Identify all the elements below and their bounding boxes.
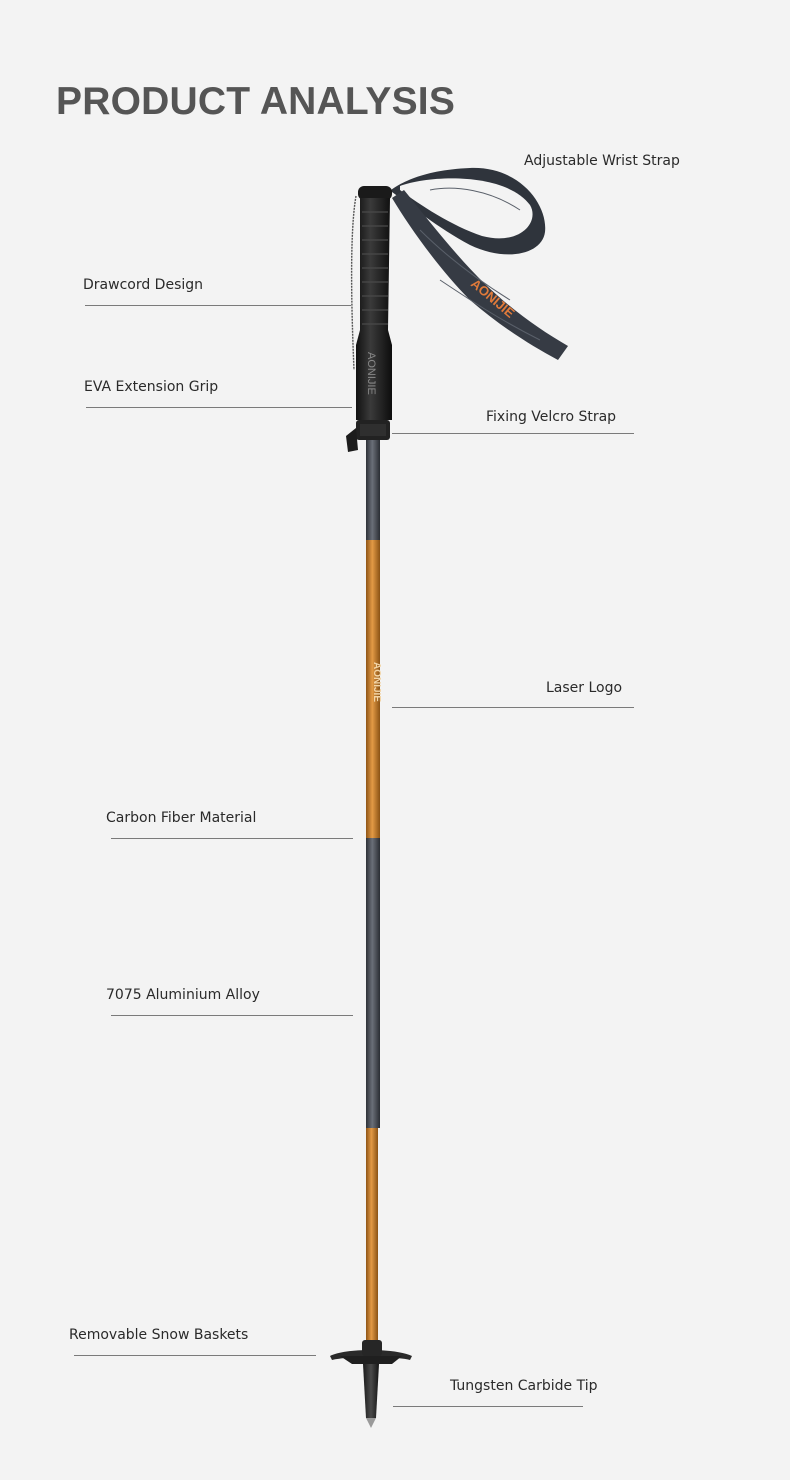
grip-logo-text: AONIJIE: [365, 352, 377, 395]
drawcord: [350, 195, 357, 371]
leader-line-laser-logo: [392, 707, 634, 708]
wrist-strap: AONIJIE: [384, 167, 568, 360]
leader-line-baskets: [74, 1355, 316, 1356]
carbide-tip: [363, 1364, 379, 1428]
eva-grip: AONIJIE: [356, 186, 392, 420]
label-carbon-fiber-material: Carbon Fiber Material: [106, 810, 257, 826]
snow-basket: [330, 1340, 412, 1364]
laser-logo-text: AONIJIE: [371, 662, 382, 702]
shaft-middle: [366, 838, 380, 1128]
label-drawcord-design: Drawcord Design: [83, 277, 204, 293]
shaft-upper: [366, 440, 380, 540]
leader-line-drawcord: [85, 305, 351, 306]
page-title: PRODUCT ANALYSIS: [56, 80, 456, 123]
label-aluminium-alloy: 7075 Aluminium Alloy: [106, 987, 260, 1003]
label-removable-snow-baskets: Removable Snow Baskets: [69, 1327, 249, 1343]
leader-line-carbon: [111, 838, 353, 839]
label-adjustable-wrist-strap: Adjustable Wrist Strap: [524, 153, 680, 169]
shaft-orange-section: [366, 540, 380, 838]
label-tungsten-carbide-tip: Tungsten Carbide Tip: [450, 1378, 598, 1394]
label-fixing-velcro-strap: Fixing Velcro Strap: [486, 409, 617, 425]
leader-line-alloy: [111, 1015, 353, 1016]
label-eva-extension-grip: EVA Extension Grip: [84, 379, 219, 395]
leader-line-eva-grip: [86, 407, 352, 408]
leader-line-tip: [393, 1406, 583, 1407]
velcro-clamp: [346, 420, 390, 452]
shaft-lower: [366, 1128, 378, 1340]
label-laser-logo: Laser Logo: [546, 680, 623, 696]
leader-line-velcro: [392, 433, 634, 434]
